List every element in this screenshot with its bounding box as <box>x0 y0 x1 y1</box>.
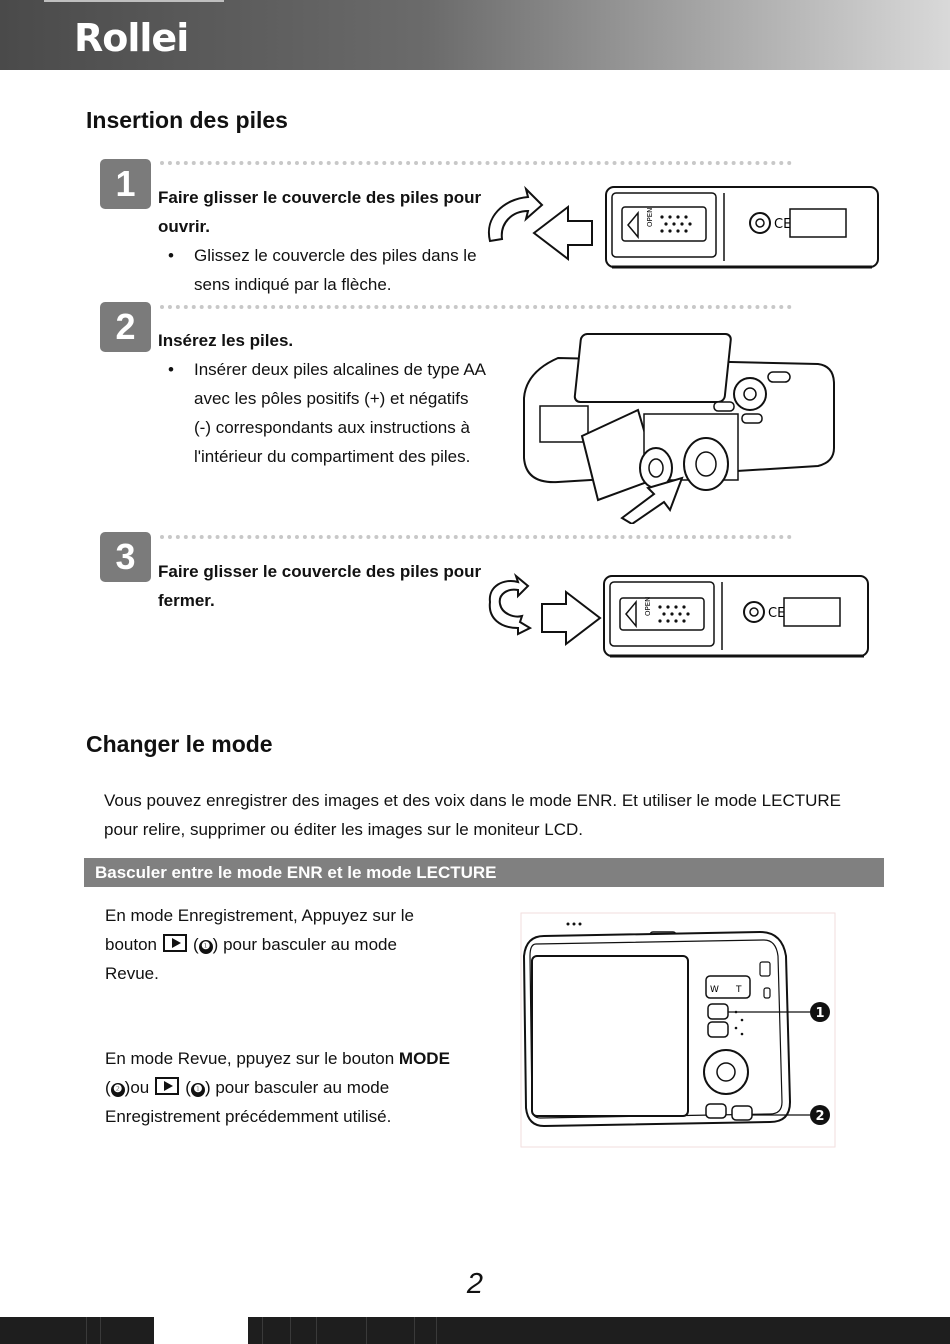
step-divider <box>160 305 792 309</box>
page-footer <box>0 1317 950 1344</box>
page-header: Rollei <box>0 0 950 70</box>
svg-text:2: 2 <box>815 1109 824 1124</box>
record-to-review-text: En mode Enregistrement, Appuyez sur le b… <box>105 906 414 983</box>
header-accent-line <box>44 0 224 2</box>
mode-button-icon <box>731 1105 753 1121</box>
step-2-text: Insérez les piles. •Insérer deux piles a… <box>158 326 488 471</box>
callout-1-marker <box>810 1002 830 1022</box>
battery-lid-icon <box>621 206 707 242</box>
footer-white-tab <box>154 1317 248 1344</box>
step-number-badge: 3 <box>100 532 151 582</box>
play-button-icon <box>155 1077 180 1095</box>
slide-arrow-right-icon <box>541 589 602 647</box>
mode-intro-text: Vous pouvez enregistrer des images et de… <box>104 791 842 839</box>
mode-switch-band: Basculer entre le mode ENR et le mode LE… <box>84 858 884 887</box>
open-battery-cover-illustration: OPEN CE <box>487 185 879 269</box>
lcd-screen-icon <box>531 955 689 1117</box>
rotate-arrow-icon <box>487 185 544 243</box>
step-number-badge: 2 <box>100 302 151 352</box>
svg-text:1: 1 <box>815 1006 824 1021</box>
step-heading: Faire glisser le couvercle des piles pou… <box>158 562 482 610</box>
mode-section-title: Changer le mode <box>86 731 273 757</box>
rotate-arrow-icon <box>488 572 533 636</box>
zoom-lever-icon <box>705 975 751 999</box>
step-divider <box>160 535 792 539</box>
insert-arrow-icon <box>620 476 684 524</box>
svg-text:T: T <box>735 985 742 995</box>
svg-text:OPEN: OPEN <box>646 208 654 227</box>
lcd-screen-icon <box>573 333 732 403</box>
step-heading: Insérez les piles. <box>158 331 294 350</box>
page-number: 2 <box>466 1268 484 1300</box>
svg-text:W: W <box>710 985 719 995</box>
review-to-record-text: En mode Revue, ppuyez sur le bouton MODE… <box>105 1049 450 1126</box>
svg-text:OPEN: OPEN <box>644 597 652 616</box>
step-bullet: •Insérer deux piles alcalines de type AA… <box>168 360 486 466</box>
step-1-text: Faire glisser le couvercle des piles pou… <box>158 183 488 299</box>
step-divider <box>160 161 792 165</box>
play-button-icon <box>163 934 187 952</box>
close-battery-cover-illustration: OPEN CE <box>488 572 869 658</box>
insert-batteries-illustration <box>523 333 835 524</box>
step-number-badge: 1 <box>100 159 151 209</box>
playback-button-icon <box>707 1003 729 1020</box>
battery-section-title: Insertion des piles <box>86 107 288 133</box>
slide-arrow-left-icon <box>532 204 593 262</box>
svg-text:CE: CE <box>774 217 791 232</box>
brand-logo: Rollei <box>74 16 189 60</box>
step-heading: Faire glisser le couvercle des piles pou… <box>158 188 482 236</box>
camera-back-illustration: W T 1 2 <box>520 912 836 1148</box>
step-3-text: Faire glisser le couvercle des piles pou… <box>158 557 488 615</box>
svg-text:CE: CE <box>768 606 785 621</box>
battery-lid-icon <box>619 597 705 631</box>
callout-2-marker <box>810 1105 830 1125</box>
step-bullet: •Glissez le couvercle des piles dans le … <box>168 246 477 294</box>
